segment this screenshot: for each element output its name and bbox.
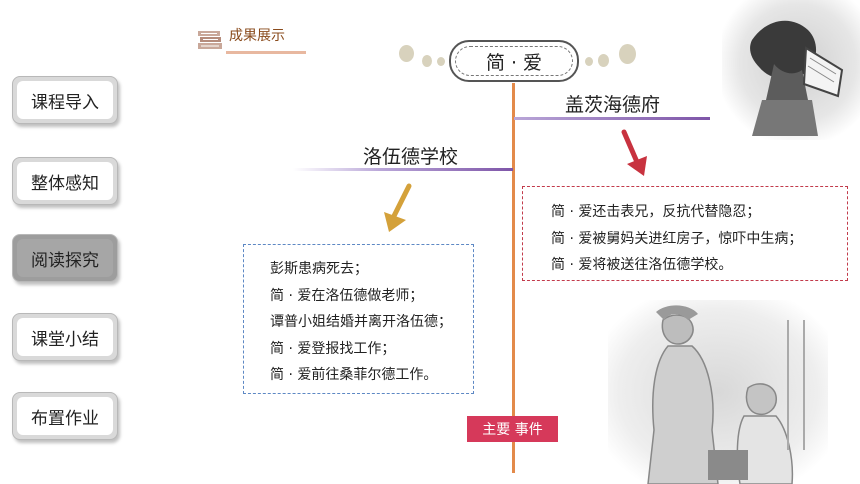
arrow-down-left-icon [384,183,412,232]
section-label: 成果展示 [229,28,285,44]
nav-button-label: 整体感知 [17,162,113,200]
books-icon [198,31,222,49]
illustration-girl-reading [722,0,860,140]
decorative-dot [437,57,445,66]
title-box: 简 · 爱 [449,40,579,82]
nav-button-reading-exploration[interactable]: 阅读探究 [12,234,118,282]
arrow-down-right-icon [621,129,647,176]
decorative-dot [399,45,414,62]
event-item: 简 · 爱被舅妈关进红房子，惊吓中生病； [551,230,803,247]
event-item: 简 · 爱还击表兄，反抗代替隐忍； [551,204,761,220]
branch-label-lowood: 洛伍德学校 [363,146,459,168]
decorative-dot [619,44,636,64]
nav-button-label: 阅读探究 [17,239,113,277]
book-title: 简 · 爱 [485,51,543,74]
timeline-axis [512,83,515,473]
main-events-tag: 主要 事件 [467,416,558,442]
branch-label-gateshead: 盖茨海德府 [565,94,661,116]
title-box-inner-border [455,46,573,76]
nav-button-label: 布置作业 [17,397,113,435]
decorative-dot [585,57,593,66]
nav-button-overall-perception[interactable]: 整体感知 [12,157,118,205]
nav-button-class-summary[interactable]: 课堂小结 [12,313,118,361]
nav-button-course-intro[interactable]: 课程导入 [12,76,118,124]
nav-button-homework[interactable]: 布置作业 [12,392,118,440]
event-item: 简 · 爱将被送往洛伍德学校。 [551,257,733,273]
header-underline [226,51,306,54]
illustration-mother-and-child [608,300,828,484]
event-item: 简 · 爱前往桑菲尔德工作。 [270,367,438,383]
event-item: 彭斯患病死去； [270,261,368,277]
nav-button-label: 课堂小结 [17,318,113,356]
event-item: 谭普小姐结婚并离开洛伍德； [270,314,452,330]
decorative-dot [598,54,609,67]
branch-line-lowood [293,168,513,171]
events-box-lowood: 彭斯患病死去； 简 · 爱在洛伍德做老师； 谭普小姐结婚并离开洛伍德； 简 · … [243,244,474,394]
event-item: 简 · 爱在洛伍德做老师； [270,287,424,304]
branch-line-gateshead [514,117,710,120]
decorative-dot [422,55,432,67]
event-item: 简 · 爱登报找工作； [270,340,396,357]
events-box-gateshead: 简 · 爱还击表兄，反抗代替隐忍； 简 · 爱被舅妈关进红房子，惊吓中生病； 简… [522,186,848,281]
nav-button-label: 课程导入 [17,81,113,119]
